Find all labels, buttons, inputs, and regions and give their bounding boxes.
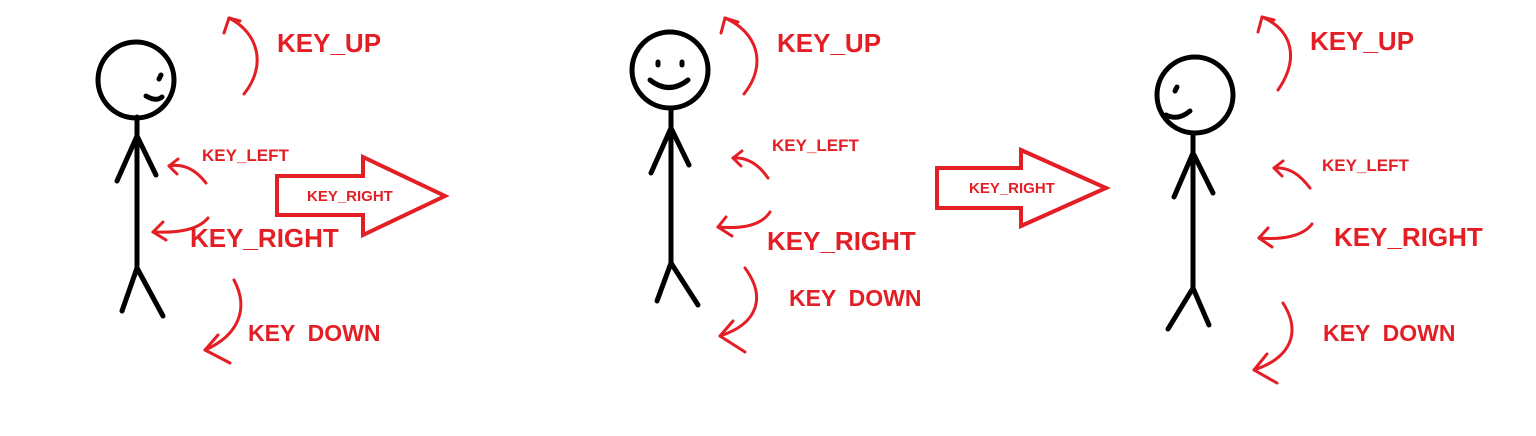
curved-arrow-down-3 xyxy=(1252,301,1294,385)
stick-figure-2-body xyxy=(629,29,711,308)
key-left-label-2: KEY_LEFT xyxy=(772,136,860,155)
transition-arrow-1-label: KEY_RIGHT xyxy=(307,188,393,205)
curved-arrow-left-3 xyxy=(1272,159,1312,190)
curved-arrow-down-1 xyxy=(203,278,243,365)
key-right-label-3: KEY_RIGHT xyxy=(1334,222,1483,252)
key-down-label-1: KEY DOWN xyxy=(248,320,380,346)
curved-arrow-up-3 xyxy=(1256,15,1292,92)
curved-arrow-up-2 xyxy=(719,16,759,96)
key-right-label-1: KEY_RIGHT xyxy=(190,223,339,253)
key-up-label-3: KEY_UP xyxy=(1310,26,1414,56)
stick-figure-1-body xyxy=(95,39,177,319)
key-left-label-3: KEY_LEFT xyxy=(1322,156,1410,175)
curved-arrow-right-1 xyxy=(151,216,210,242)
key-up-label-2: KEY_UP xyxy=(777,28,881,58)
key-up-label-1: KEY_UP xyxy=(277,28,381,58)
key-left-label-1: KEY_LEFT xyxy=(202,146,290,165)
curved-arrow-right-3 xyxy=(1257,222,1314,249)
curved-arrow-left-2 xyxy=(731,149,770,180)
stick-figure-2: KEY_UP KEY_LEFT KEY_RIGHT KEY DOWN xyxy=(629,16,921,354)
transition-arrow-2: KEY_RIGHT xyxy=(935,146,1111,230)
curved-arrow-down-2 xyxy=(718,266,759,354)
key-down-label-2: KEY DOWN xyxy=(789,285,921,311)
key-right-label-2: KEY_RIGHT xyxy=(767,226,916,256)
curved-arrow-up-1 xyxy=(222,16,259,96)
curved-arrow-left-1 xyxy=(167,157,208,185)
stick-figure-3-body xyxy=(1154,54,1236,332)
stick-figure-3: KEY_UP KEY_LEFT KEY_RIGHT KEY DOWN xyxy=(1154,15,1483,385)
transition-arrow-1: KEY_RIGHT xyxy=(275,153,450,239)
stick-figure-1: KEY_UP KEY_LEFT KEY_RIGHT KEY DOWN xyxy=(95,16,381,365)
curved-arrow-right-2 xyxy=(716,210,772,238)
key-down-label-3: KEY DOWN xyxy=(1323,320,1455,346)
transition-arrow-2-label: KEY_RIGHT xyxy=(969,180,1055,197)
